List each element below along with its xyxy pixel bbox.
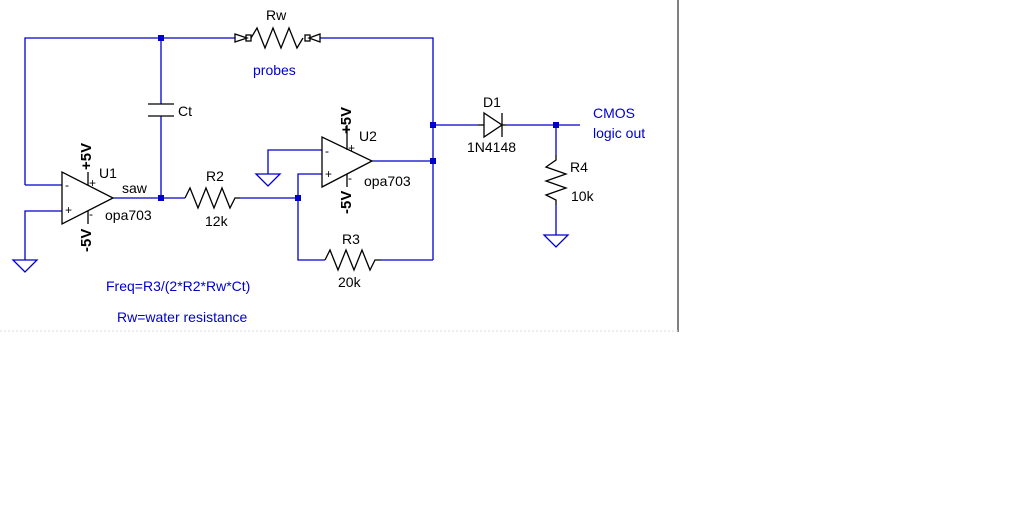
ground-icon: [254, 173, 282, 187]
rw-ref-label: Rw: [266, 7, 287, 23]
resistor-r2[interactable]: [184, 186, 240, 210]
u1-vneg-sign: -: [89, 207, 93, 221]
wires: [24, 37, 580, 261]
u2-part-label: opa703: [364, 173, 411, 189]
u2-minus-sign: -: [325, 144, 329, 158]
u2-vpos-sign: +: [348, 141, 355, 155]
u1-part-label: opa703: [105, 207, 152, 223]
junction-dot: [158, 195, 164, 201]
saw-net-label: saw: [122, 180, 148, 196]
ct-ref-label: Ct: [178, 103, 192, 119]
junction-dot: [295, 195, 301, 201]
rw-probes-label: probes: [253, 62, 296, 78]
opamp-u2[interactable]: [321, 125, 374, 189]
wire-r3-left: [297, 198, 325, 261]
u1-vpos-sign: +: [89, 176, 96, 190]
u2-plus-sign: +: [325, 167, 332, 181]
output-label-line1: CMOS: [593, 105, 635, 121]
probe-left-icon: [234, 33, 250, 43]
junction-dot: [430, 122, 436, 128]
r3-value-label: 20k: [338, 274, 362, 290]
ground-icon: [542, 234, 570, 248]
resistor-rw[interactable]: [234, 26, 321, 50]
wire-u1-plus-gnd: [24, 210, 62, 260]
u1-vpos-label: +5V: [78, 143, 95, 170]
u2-vpos-label: +5V: [338, 107, 355, 134]
wire-top-left: [24, 37, 235, 185]
ground-icon: [11, 259, 39, 273]
d1-value-label: 1N4148: [467, 139, 516, 155]
r4-ref-label: R4: [570, 159, 588, 175]
u1-vneg-label: -5V: [78, 229, 95, 252]
wire-u2-minus-gnd: [267, 149, 322, 174]
r4-value-label: 10k: [571, 188, 595, 204]
diode-d1[interactable]: [478, 111, 506, 139]
capacitor-ct[interactable]: [148, 103, 174, 117]
resistor-zigzag-icon: [324, 248, 381, 272]
resistor-zigzag-icon: [544, 155, 568, 205]
u1-ref-label: U1: [99, 165, 117, 181]
resistor-r3[interactable]: [324, 248, 381, 272]
u2-ref-label: U2: [359, 128, 377, 144]
wire-top-right: [320, 37, 434, 260]
u1-plus-sign: +: [65, 203, 72, 217]
junction-dot: [430, 158, 436, 164]
junctions: [158, 35, 559, 201]
freq-formula-note: Freq=R3/(2*R2*Rw*Ct): [106, 278, 250, 294]
resistor-zigzag-icon: [184, 186, 240, 210]
r2-ref-label: R2: [206, 168, 224, 184]
junction-dot: [158, 35, 164, 41]
rw-definition-note: Rw=water resistance: [117, 309, 248, 325]
output-label-line2: logic out: [593, 125, 645, 141]
u2-vneg-label: -5V: [338, 191, 355, 214]
u1-minus-sign: -: [65, 178, 69, 192]
r3-ref-label: R3: [342, 231, 360, 247]
u2-vneg-sign: -: [348, 171, 352, 185]
resistor-r4[interactable]: [544, 155, 568, 205]
d1-ref-label: D1: [483, 94, 501, 110]
diode-triangle-icon: [483, 111, 504, 139]
junction-dot: [553, 122, 559, 128]
opamp-u1[interactable]: [61, 170, 115, 226]
r2-value-label: 12k: [205, 213, 229, 229]
wire-u2-plus: [297, 173, 322, 198]
resistor-zigzag-icon: [250, 26, 304, 50]
probe-right-icon: [307, 33, 321, 43]
